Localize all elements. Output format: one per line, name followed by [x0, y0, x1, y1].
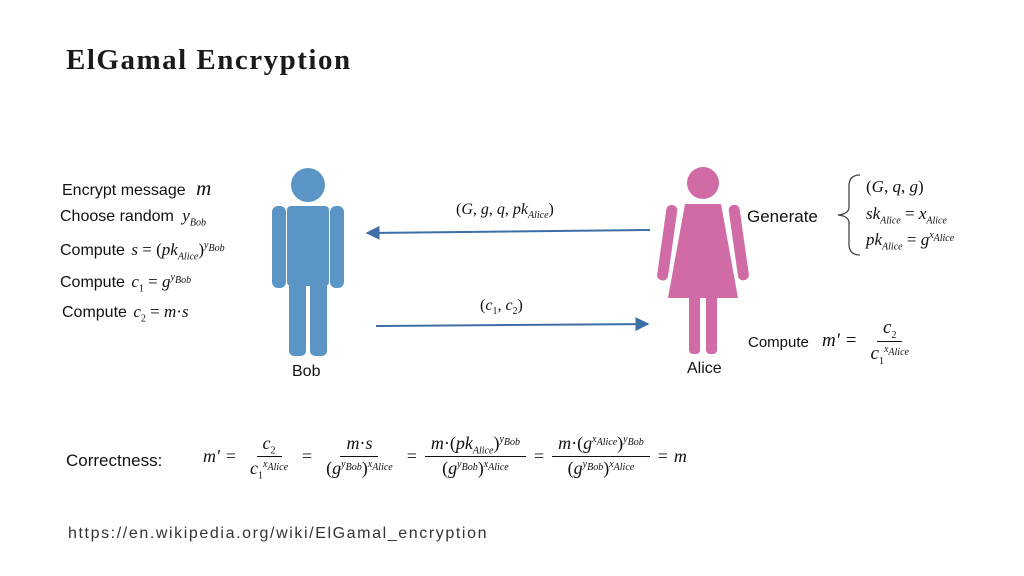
bob-step-2-label: Choose random [60, 208, 174, 225]
correctness-label: Correctness: [66, 451, 163, 470]
bob-step-2-math: yBob [182, 206, 206, 229]
bob-step-1-label: Encrypt message [62, 182, 186, 199]
alice-figure-icon [657, 167, 749, 354]
bob-figure-icon [272, 168, 344, 356]
bob-step-1: Encrypt message m [62, 176, 211, 201]
alice-compute-label: Compute [748, 334, 809, 351]
arrow-to-bob [365, 225, 651, 240]
bob-step-5: Compute c2 = m·s [62, 302, 189, 325]
bob-step-5-label: Compute [62, 304, 127, 321]
bob-step-3-label: Compute [60, 242, 125, 259]
bob-step-5-math: c2 = m·s [133, 302, 189, 325]
arrow-to-alice [375, 317, 650, 332]
bob-step-4-math: c1 = gyBob [131, 272, 192, 295]
message-to-bob: (G, g, q, pkAlice) [456, 201, 554, 222]
bob-name: Bob [292, 363, 321, 380]
bob-step-3: Compute s = (pkAlice)yBob [60, 240, 225, 263]
bob-step-2: Choose random yBob [60, 206, 206, 229]
bob-step-4-label: Compute [60, 274, 125, 291]
source-url[interactable]: https://en.wikipedia.org/wiki/ElGamal_en… [68, 525, 489, 542]
generate-label: Generate [747, 207, 818, 226]
generate-item-pk: pkAlice = gxAlice [866, 230, 955, 253]
generate-item-sk: skAlice = xAlice [866, 204, 947, 227]
generate-item-params: (G, q, g) [866, 177, 924, 196]
bob-step-1-math: m [196, 176, 212, 200]
bob-step-3-math: s = (pkAlice)yBob [131, 240, 225, 263]
generate-brace [837, 174, 861, 256]
alice-name: Alice [687, 360, 722, 377]
bob-step-4: Compute c1 = gyBob [60, 272, 192, 295]
message-to-alice: (c1, c2) [480, 297, 523, 318]
page-title: ElGamal Encryption [66, 44, 352, 76]
